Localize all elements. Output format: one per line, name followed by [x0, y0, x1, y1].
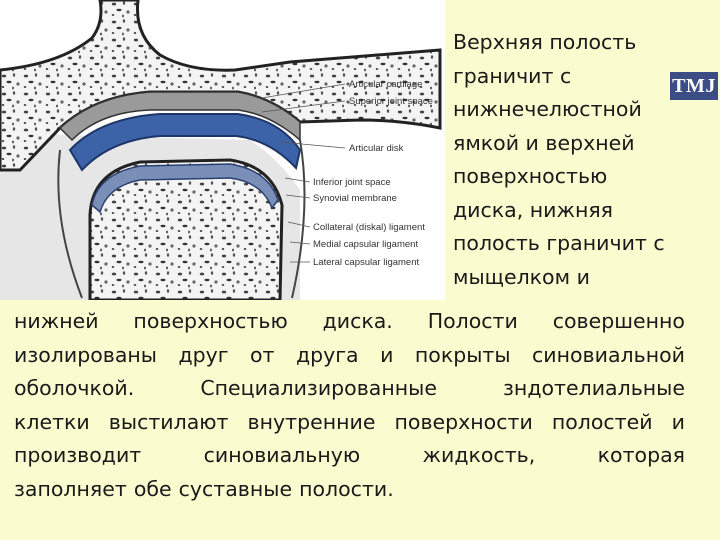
- word: и: [380, 342, 394, 367]
- word: совершенно: [552, 309, 685, 333]
- tmj-anatomy-illustration: [0, 0, 442, 300]
- condylar-cartilage: [91, 163, 279, 214]
- word: зндотелиальные: [503, 376, 685, 400]
- word: клетки: [14, 409, 90, 434]
- word: внутренние: [247, 409, 376, 434]
- right-line: нижнечелюстной: [453, 97, 642, 121]
- word: производит: [14, 443, 142, 467]
- label-articular-disk: Articular disk: [349, 143, 404, 154]
- label-inferior-joint-space: Inferior joint space: [313, 177, 391, 188]
- word: нижней: [14, 309, 99, 333]
- word: друг: [178, 342, 229, 367]
- word: полостей: [551, 409, 653, 434]
- right-line: поверхностью: [453, 164, 608, 188]
- articular-disk: [68, 113, 302, 172]
- word: поверхности: [394, 409, 533, 434]
- body-line: изолированы друг от друга и покрыты сино…: [14, 339, 685, 373]
- right-line: ямкой и верхней: [453, 130, 635, 155]
- word: и: [671, 409, 685, 434]
- label-medial-capsular-ligament: Medial capsular ligament: [313, 239, 419, 250]
- tmj-badge: TMJ: [670, 72, 718, 100]
- word: синовиальной: [532, 342, 685, 367]
- word: заполняет: [14, 476, 127, 501]
- lateral-capsule: [57, 149, 83, 299]
- medial-capsule: [291, 139, 306, 299]
- word: выстилают: [108, 409, 229, 434]
- body-line: клетки выстилают внутренние поверхности …: [14, 406, 685, 440]
- body-line: заполняет обе суставные полости.: [14, 473, 685, 507]
- label-collateral-ligament: Collateral (diskal) ligament: [313, 222, 425, 233]
- word: от: [250, 342, 275, 367]
- mandibular-condyle: [88, 158, 284, 300]
- right-paragraph: Верхняя полость граничит с нижнечелюстно…: [453, 26, 715, 294]
- right-line: мыщелком и: [453, 264, 590, 289]
- articular-cartilage-band: [58, 91, 301, 142]
- word: обе: [133, 476, 172, 501]
- word: Полости: [427, 309, 518, 333]
- word: поверхностью: [133, 309, 288, 333]
- word: диска.: [322, 309, 393, 333]
- right-line: Верхняя полость: [453, 30, 637, 54]
- body-line: производит синовиальную жидкость, котора…: [14, 439, 685, 473]
- word: друга: [295, 342, 359, 367]
- right-line: полость граничит с: [453, 231, 665, 255]
- word: покрыты: [414, 342, 511, 367]
- label-synovial-membrane: Synovial membrane: [313, 193, 397, 204]
- body-paragraph: нижней поверхностью диска. Полости совер…: [14, 305, 685, 506]
- right-line: диска, нижняя: [453, 197, 614, 222]
- word: суставные: [178, 476, 293, 501]
- body-line: оболочкой. Специализированные зндотелиал…: [14, 372, 685, 406]
- label-lateral-capsular-ligament: Lateral capsular ligament: [313, 257, 420, 268]
- word: полости.: [299, 476, 394, 501]
- word: жидкость,: [422, 443, 536, 467]
- label-articular-cartilage: Articular cartilage: [349, 79, 423, 90]
- tmj-anatomy-figure: Articular cartilage Superior joint space…: [0, 0, 445, 300]
- word: оболочкой.: [14, 376, 135, 400]
- word: Специализированные: [200, 376, 437, 400]
- word: синовиальную: [203, 443, 361, 467]
- word: изолированы: [14, 342, 157, 367]
- right-line: граничит с: [453, 63, 572, 88]
- label-superior-joint-space: Superior joint space: [349, 96, 433, 107]
- leader-lines: [261, 83, 346, 263]
- word: которая: [597, 443, 685, 467]
- body-line: нижней поверхностью диска. Полости совер…: [14, 305, 685, 339]
